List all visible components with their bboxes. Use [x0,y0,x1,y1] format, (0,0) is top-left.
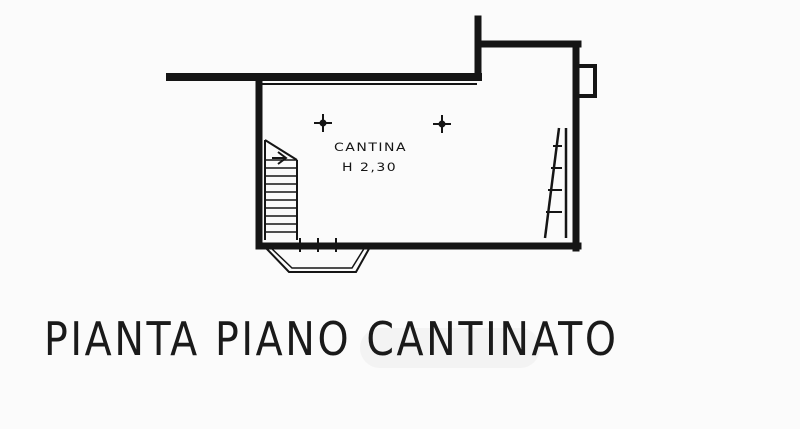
plan-title: PIANTA PIANO CANTINATO [44,312,619,366]
room-height-label: H 2,30 [342,161,398,175]
flue-box [574,64,597,98]
room-label: CANTINA [334,141,408,155]
watermark [360,328,540,368]
ceiling-light-symbol [314,114,451,133]
bay-projection [264,238,371,273]
staircase-symbol [264,139,298,240]
window-symbol [543,127,568,239]
